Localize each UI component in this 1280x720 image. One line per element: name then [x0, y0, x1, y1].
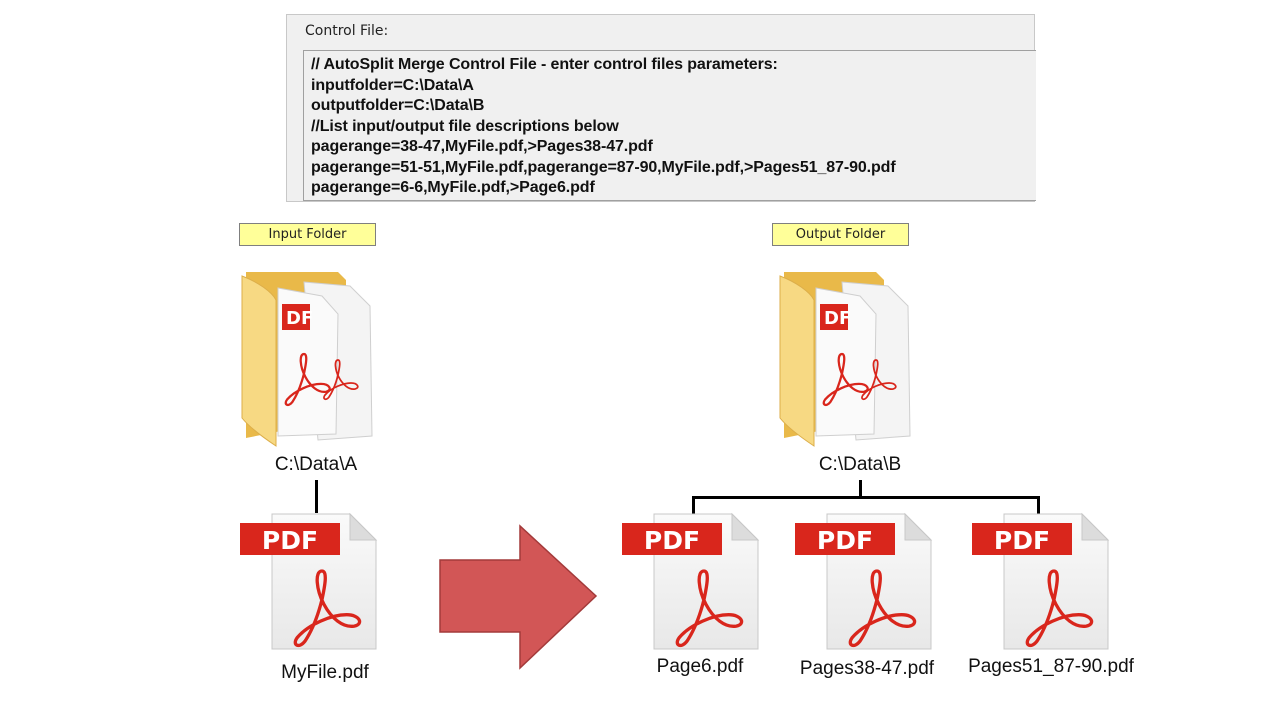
svg-text:PDF: PDF: [262, 526, 318, 555]
pdf-file-icon: PDF: [620, 511, 760, 651]
input-folder-icon: DF: [238, 268, 374, 452]
pdf-file-icon: PDF: [238, 511, 378, 651]
control-file-textarea[interactable]: // AutoSplit Merge Control File - enter …: [303, 50, 1036, 201]
connector-line: [859, 480, 862, 498]
control-line: pagerange=6-6,MyFile.pdf,>Page6.pdf: [311, 179, 595, 196]
control-file-label: Control File:: [305, 23, 389, 39]
control-line: outputfolder=C:\Data\B: [311, 97, 485, 114]
output-folder-path: C:\Data\B: [818, 454, 902, 475]
svg-text:DF: DF: [824, 308, 851, 329]
pdf-file-icon: PDF: [793, 511, 933, 651]
pdf-file-icon: PDF: [970, 511, 1110, 651]
svg-text:PDF: PDF: [994, 526, 1050, 555]
control-line: inputfolder=C:\Data\A: [311, 76, 474, 94]
control-line: //List input/output file descriptions be…: [311, 117, 619, 135]
svg-text:DF: DF: [286, 308, 313, 329]
connector-line: [692, 496, 1040, 499]
output-file-name: Pages38-47.pdf: [799, 658, 935, 679]
input-file-name: MyFile.pdf: [281, 662, 369, 683]
connector-line: [1037, 496, 1040, 514]
right-arrow-icon: [439, 524, 598, 670]
control-file-panel: Control File: // AutoSplit Merge Control…: [286, 14, 1036, 202]
control-line: pagerange=38-47,MyFile.pdf,>Pages38-47.p…: [311, 138, 653, 155]
svg-text:PDF: PDF: [817, 526, 873, 555]
connector-line: [692, 496, 695, 514]
input-folder-path: C:\Data\A: [274, 454, 358, 475]
output-folder-tag: Output Folder: [772, 223, 909, 246]
output-file-name: Pages51_87-90.pdf: [968, 656, 1134, 677]
input-folder-tag: Input Folder: [239, 223, 376, 246]
output-file-name: Page6.pdf: [656, 656, 744, 677]
control-line: // AutoSplit Merge Control File - enter …: [311, 56, 778, 73]
connector-line: [315, 480, 318, 513]
svg-text:PDF: PDF: [644, 526, 700, 555]
control-line: pagerange=51-51,MyFile.pdf,pagerange=87-…: [311, 158, 896, 176]
output-folder-icon: DF: [776, 268, 912, 452]
